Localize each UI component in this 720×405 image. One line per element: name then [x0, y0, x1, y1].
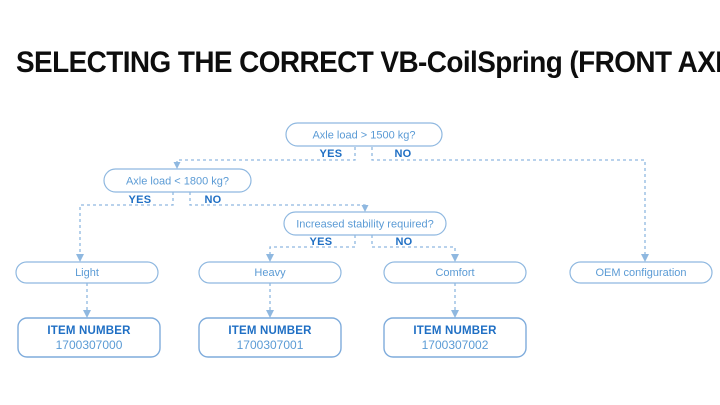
- item-number-card-heavy[interactable]: ITEM NUMBER 1700307001: [198, 317, 342, 358]
- item-number-heading-light: ITEM NUMBER: [47, 325, 131, 337]
- connector-comfort-to-item: [451, 283, 459, 318]
- connector-heavy-to-item: [266, 283, 274, 318]
- connector-d2-yes: [76, 192, 174, 262]
- decision-axle-load-1500[interactable]: Axle load > 1500 kg?: [285, 122, 443, 147]
- result-light-label: Light: [75, 267, 99, 279]
- decision-increased-stability-label: Increased stability required?: [296, 218, 434, 230]
- connector-d1-no: [371, 147, 649, 262]
- decision-axle-load-1800-label: Axle load < 1800 kg?: [126, 175, 229, 187]
- decision-axle-load-1800-no-label[interactable]: NO: [204, 194, 221, 206]
- result-comfort[interactable]: Comfort: [383, 261, 527, 284]
- connector-d3-no: [371, 235, 459, 262]
- result-oem-configuration[interactable]: OEM configuration: [569, 261, 713, 284]
- item-number-value-light: 1700307000: [56, 338, 123, 352]
- decision-axle-load-1800[interactable]: Axle load < 1800 kg?: [103, 168, 252, 193]
- decision-axle-load-1500-yes-label[interactable]: YES: [320, 148, 343, 160]
- result-heavy[interactable]: Heavy: [198, 261, 342, 284]
- item-number-value-heavy: 1700307001: [237, 338, 304, 352]
- item-number-heading-comfort: ITEM NUMBER: [413, 325, 497, 337]
- decision-increased-stability[interactable]: Increased stability required?: [283, 211, 447, 236]
- result-heavy-label: Heavy: [254, 267, 286, 279]
- decision-axle-load-1500-no-label[interactable]: NO: [394, 148, 411, 160]
- decision-increased-stability-no-label[interactable]: NO: [395, 236, 412, 248]
- decision-axle-load-1800-yes-label[interactable]: YES: [129, 194, 152, 206]
- result-oem-configuration-label: OEM configuration: [595, 267, 686, 279]
- connector-d1-yes: [173, 147, 356, 169]
- item-number-card-light[interactable]: ITEM NUMBER 1700307000: [17, 317, 161, 358]
- connector-d3-yes: [266, 235, 356, 262]
- item-number-heading-heavy: ITEM NUMBER: [228, 325, 312, 337]
- decision-axle-load-1500-label: Axle load > 1500 kg?: [312, 129, 415, 141]
- connector-d2-no: [189, 192, 369, 212]
- result-comfort-label: Comfort: [435, 267, 474, 279]
- page-title: SELECTING THE CORRECT VB-CoilSpring (FRO…: [16, 46, 720, 79]
- connector-light-to-item: [83, 283, 91, 318]
- item-number-card-comfort[interactable]: ITEM NUMBER 1700307002: [383, 317, 527, 358]
- result-light[interactable]: Light: [15, 261, 159, 284]
- decision-increased-stability-yes-label[interactable]: YES: [310, 236, 333, 248]
- item-number-value-comfort: 1700307002: [422, 338, 489, 352]
